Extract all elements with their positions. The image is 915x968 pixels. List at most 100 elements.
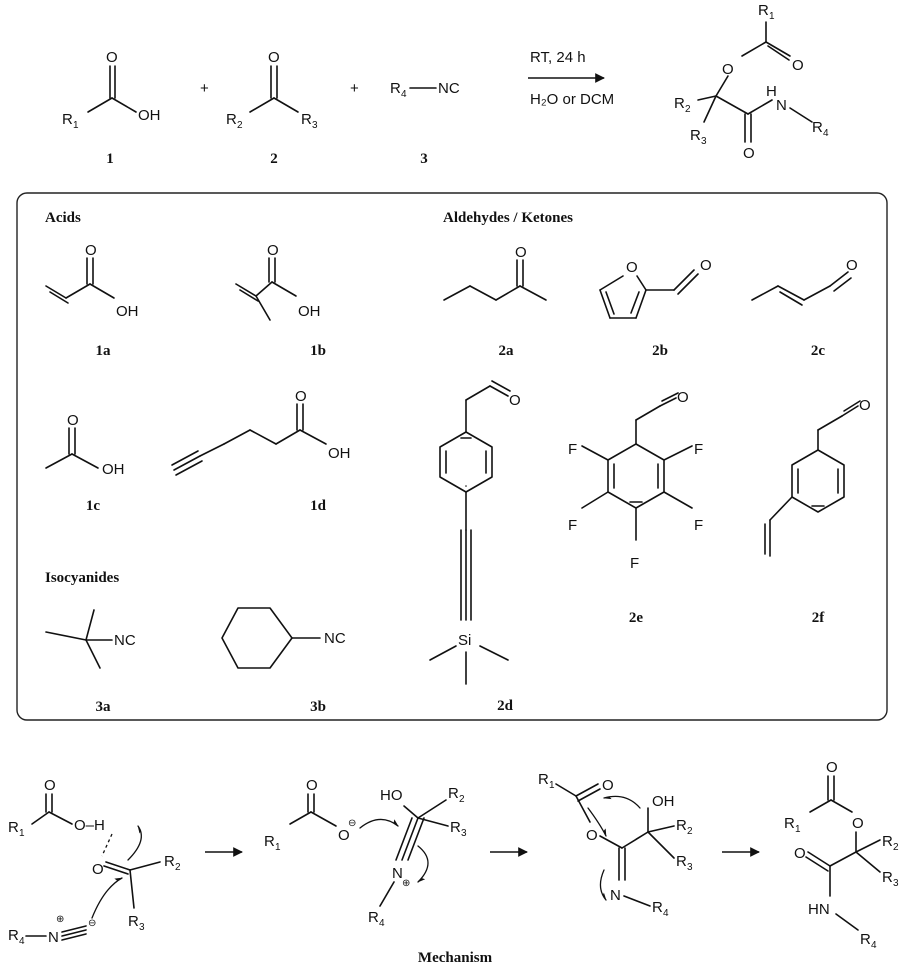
svg-text:O: O <box>306 777 318 794</box>
svg-text:R: R <box>882 833 893 850</box>
conditions-solvent: H₂O or DCM <box>530 91 614 108</box>
label-3b: 3b <box>310 699 326 715</box>
svg-text:R: R <box>676 853 687 870</box>
svg-text:4: 4 <box>663 908 669 919</box>
compound-2b-furfural: O O 2b <box>599 257 712 359</box>
svg-text:O: O <box>85 242 97 259</box>
reagent-2-carbonyl: O R 2 R 3 2 <box>226 49 318 167</box>
svg-text:O: O <box>677 389 689 406</box>
label-3a: 3a <box>96 699 112 715</box>
svg-text:2: 2 <box>687 826 693 837</box>
svg-text:HN: HN <box>808 901 830 918</box>
svg-text:R: R <box>690 127 701 144</box>
svg-text:R: R <box>368 909 379 926</box>
svg-text:⊕: ⊕ <box>56 914 64 925</box>
svg-text:R: R <box>860 931 871 948</box>
substrate-scope-panel <box>16 192 888 721</box>
svg-text:O: O <box>106 49 118 66</box>
svg-text:3: 3 <box>701 136 707 147</box>
svg-text:2: 2 <box>237 120 243 131</box>
svg-text:R: R <box>450 819 461 836</box>
svg-text:R: R <box>676 817 687 834</box>
compound-2f-vinylbenzaldehyde: O 2f <box>764 397 871 626</box>
label-2a: 2a <box>499 343 515 359</box>
svg-text:R: R <box>8 927 19 944</box>
svg-text:O–H: O–H <box>74 817 105 834</box>
svg-text:1: 1 <box>19 828 25 839</box>
svg-text:4: 4 <box>401 89 407 100</box>
reagent-1-carboxylic-acid: O OH R 1 1 <box>62 49 161 167</box>
svg-text:O: O <box>794 845 806 862</box>
compound-1d-pentynoic-acid: O OH 1d <box>171 388 351 514</box>
compound-1a-acrylic-acid: O OH 1a <box>45 242 139 359</box>
svg-text:O: O <box>515 244 527 261</box>
svg-text:O: O <box>743 145 755 162</box>
svg-text:F: F <box>630 555 639 572</box>
svg-text:R: R <box>62 111 73 128</box>
label-2f: 2f <box>812 610 826 626</box>
svg-text:R: R <box>226 111 237 128</box>
svg-text:N: N <box>776 97 787 114</box>
svg-text:R: R <box>674 95 685 112</box>
svg-text:O: O <box>295 388 307 405</box>
svg-text:⊕: ⊕ <box>402 878 410 889</box>
mechanism-step-3: R 1 O O OH R 2 R 3 N R 4 <box>538 771 693 919</box>
svg-text:R: R <box>128 913 139 930</box>
svg-text:O: O <box>92 861 104 878</box>
reaction-arrow: RT, 24 h H₂O or DCM <box>528 49 614 108</box>
svg-text:O: O <box>792 57 804 74</box>
label-2d: 2d <box>497 698 514 714</box>
svg-text:O: O <box>826 759 838 776</box>
svg-text:O: O <box>586 827 598 844</box>
mechanism-step-4-product: O R 1 O R 2 R 3 O HN R 4 <box>784 759 899 951</box>
svg-text:2: 2 <box>459 794 465 805</box>
plus-sign-1: + <box>200 80 209 97</box>
svg-text:O: O <box>859 397 871 414</box>
svg-text:4: 4 <box>379 918 385 929</box>
svg-text:O: O <box>267 242 279 259</box>
svg-text:OH: OH <box>102 461 125 478</box>
svg-text:2: 2 <box>175 862 181 873</box>
svg-text:H: H <box>766 83 777 100</box>
svg-text:O: O <box>509 392 521 409</box>
aldehydes-ketones-heading: Aldehydes / Ketones <box>443 210 573 226</box>
label-1b: 1b <box>310 343 326 359</box>
svg-text:4: 4 <box>823 128 829 139</box>
svg-text:O: O <box>268 49 280 66</box>
label-1d: 1d <box>310 498 327 514</box>
conditions-temperature-time: RT, 24 h <box>530 49 586 66</box>
svg-text:NC: NC <box>438 80 460 97</box>
svg-text:OH: OH <box>328 445 351 462</box>
compound-2c-crotonaldehyde: O 2c <box>751 257 858 359</box>
passerini-product: R 1 O O R 2 R 3 H N R 4 O <box>674 2 829 162</box>
svg-text:⊖: ⊖ <box>348 818 356 829</box>
svg-text:N: N <box>392 865 403 882</box>
svg-text:1: 1 <box>73 120 79 131</box>
svg-text:OH: OH <box>298 303 321 320</box>
svg-text:HO: HO <box>380 787 403 804</box>
svg-text:F: F <box>694 517 703 534</box>
svg-text:R: R <box>264 833 275 850</box>
svg-text:R: R <box>784 815 795 832</box>
svg-text:OH: OH <box>652 793 675 810</box>
svg-text:R: R <box>390 80 401 97</box>
svg-text:O: O <box>602 777 614 794</box>
svg-text:3: 3 <box>139 922 145 933</box>
svg-text:1: 1 <box>795 824 801 835</box>
svg-text:O: O <box>338 827 350 844</box>
reagent-label-2: 2 <box>270 151 278 167</box>
svg-text:NC: NC <box>114 632 136 649</box>
compound-1c-acetic-acid: O OH 1c <box>45 412 125 514</box>
svg-text:3: 3 <box>312 120 318 131</box>
svg-text:2: 2 <box>893 842 899 853</box>
svg-text:R: R <box>448 785 459 802</box>
svg-text:⊖: ⊖ <box>88 918 96 929</box>
svg-text:N: N <box>610 887 621 904</box>
svg-text:1: 1 <box>275 842 281 853</box>
svg-text:OH: OH <box>116 303 139 320</box>
svg-text:2: 2 <box>685 104 691 115</box>
svg-text:4: 4 <box>19 936 25 947</box>
label-2e: 2e <box>629 610 644 626</box>
label-2c: 2c <box>811 343 826 359</box>
